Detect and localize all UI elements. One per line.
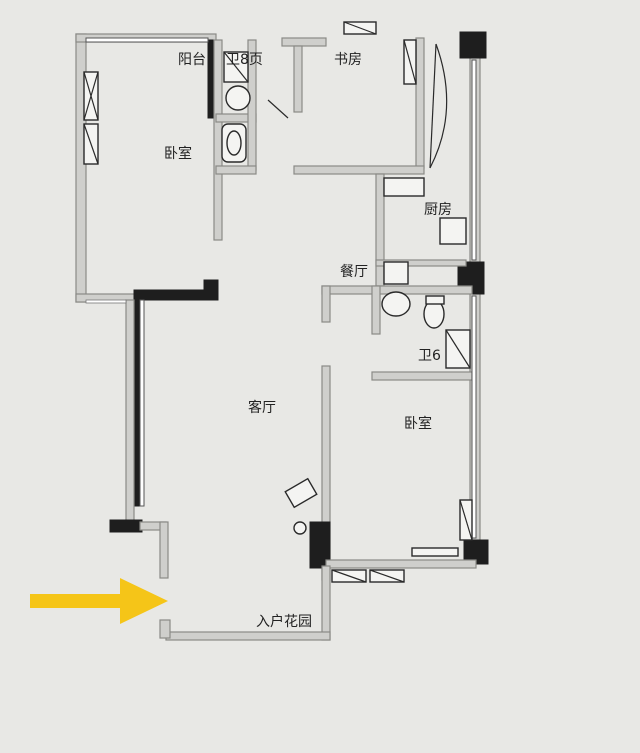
window-right-upper xyxy=(471,59,477,261)
label-bathroom-top: 卫8页 xyxy=(226,52,263,68)
pillar-entry xyxy=(309,521,331,569)
window-right-lower xyxy=(471,295,477,539)
wall-bath-right-bottom xyxy=(371,371,473,381)
label-kitchen: 厨房 xyxy=(424,202,452,218)
window-bedroom-bottom xyxy=(85,299,127,304)
door-study-panel xyxy=(429,43,437,169)
wall-kitchen-bottom xyxy=(375,259,467,267)
wall-bath-right-left xyxy=(371,285,381,335)
label-dining: 餐厅 xyxy=(340,264,368,280)
label-balcony: 阳台 xyxy=(178,52,206,68)
wall-study-right xyxy=(415,37,425,169)
fixtures xyxy=(221,51,471,535)
label-living: 客厅 xyxy=(248,399,276,416)
door-study-arc xyxy=(429,43,448,169)
wall-entry-bottom xyxy=(165,631,331,641)
radiators xyxy=(83,21,473,583)
wall-bedroom-bottom-dark xyxy=(133,289,215,301)
wall-entry-post xyxy=(159,619,171,639)
label-entry-garden: 入户花园 xyxy=(256,613,312,630)
cabinet-marker xyxy=(284,477,318,509)
pillar-bedroom xyxy=(203,279,219,301)
label-bathroom-right: 卫6 xyxy=(418,348,441,364)
window-top-left xyxy=(85,37,209,43)
wall-kitchen-left xyxy=(375,173,385,287)
label-bedroom-left: 卧室 xyxy=(164,145,192,162)
wall-bedroom-right-bottom xyxy=(325,559,477,569)
door-bottom-right xyxy=(411,547,459,557)
wall-study-bottom xyxy=(293,165,425,175)
label-study: 书房 xyxy=(334,52,362,68)
wall-entry-left xyxy=(159,521,169,579)
door-bath-small xyxy=(267,99,289,119)
kitchen-stove xyxy=(383,177,425,197)
wall-dining-stub xyxy=(321,285,331,323)
pillar-top-right xyxy=(459,31,487,59)
wall-living-corner xyxy=(109,519,143,533)
wall-entry-right xyxy=(321,565,331,641)
room-labels: 阳台 卫8页 书房 卧室 厨房 餐厅 卫6 客厅 卧室 入户花园 xyxy=(164,52,452,630)
kitchen-sink xyxy=(439,217,467,245)
wall-study-left xyxy=(293,45,303,113)
window-living xyxy=(139,299,145,507)
meter-marker xyxy=(293,521,307,535)
wall-bedroom-right xyxy=(213,39,223,241)
kitchen-fridge xyxy=(383,261,409,285)
arrow-right-icon xyxy=(30,578,168,624)
windows xyxy=(85,37,477,539)
label-bedroom-right: 卧室 xyxy=(404,415,432,432)
doors xyxy=(267,43,459,557)
sink-right xyxy=(381,291,411,317)
wall-study-top xyxy=(281,37,327,47)
wall-living-left-outer xyxy=(125,299,135,525)
toilet-top xyxy=(225,85,251,111)
wall-bath-lower xyxy=(215,165,257,175)
